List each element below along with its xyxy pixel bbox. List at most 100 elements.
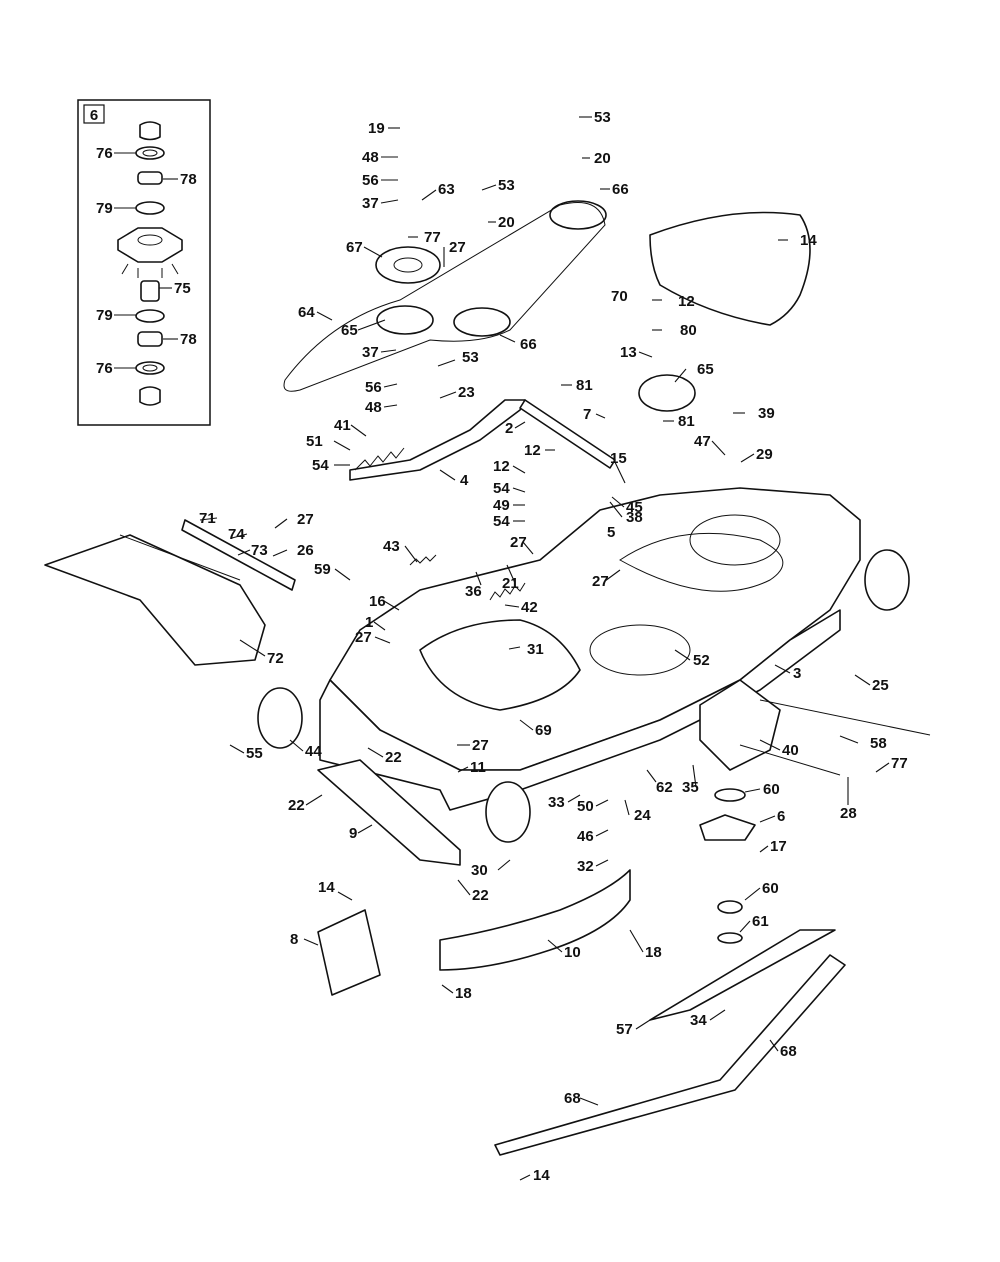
callout-30: 30 [471, 862, 488, 879]
callout-51: 51 [306, 433, 323, 450]
callout-5: 5 [607, 524, 615, 541]
callout-70: 70 [611, 288, 628, 305]
callout-17: 17 [770, 838, 787, 855]
callout-10: 10 [564, 944, 581, 961]
callout-77b: 77 [891, 755, 908, 772]
inset-callout-79b: 79 [96, 307, 113, 324]
callout-48b: 48 [365, 399, 382, 416]
callout-40: 40 [782, 742, 799, 759]
callout-63: 63 [438, 181, 455, 198]
callout-27a: 27 [449, 239, 466, 256]
callout-numbers: 19 48 56 37 63 77 67 27 64 65 37 56 48 5… [199, 109, 908, 1184]
callout-71: 71 [199, 510, 216, 527]
callout-69: 69 [535, 722, 552, 739]
callout-13: 13 [620, 344, 637, 361]
callout-8: 8 [290, 931, 298, 948]
callout-65b: 65 [697, 361, 714, 378]
callout-27b: 27 [297, 511, 314, 528]
callout-59: 59 [314, 561, 331, 578]
callout-34: 34 [690, 1012, 707, 1029]
callout-77a: 77 [424, 229, 441, 246]
callout-53c: 53 [462, 349, 479, 366]
callout-68b: 68 [564, 1090, 581, 1107]
callout-42: 42 [521, 599, 538, 616]
callout-56a: 56 [362, 172, 379, 189]
callout-23: 23 [458, 384, 475, 401]
callout-74: 74 [228, 526, 245, 543]
inset-callout-78a: 78 [180, 171, 197, 188]
callout-53b: 53 [498, 177, 515, 194]
callout-22b: 22 [288, 797, 305, 814]
callout-81a: 81 [576, 377, 593, 394]
callout-46: 46 [577, 828, 594, 845]
callout-66a: 66 [612, 181, 629, 198]
callout-18b: 18 [455, 985, 472, 1002]
callout-14a: 14 [800, 232, 817, 249]
callout-27f: 27 [472, 737, 489, 754]
callout-38: 38 [626, 509, 643, 526]
callout-29: 29 [756, 446, 773, 463]
callout-14c: 14 [533, 1167, 550, 1184]
callout-27d: 27 [592, 573, 609, 590]
callout-60b: 60 [762, 880, 779, 897]
callout-54c: 54 [493, 513, 510, 530]
callout-41: 41 [334, 417, 351, 434]
callout-73: 73 [251, 542, 268, 559]
callout-61: 61 [752, 913, 769, 930]
callout-56b: 56 [365, 379, 382, 396]
callout-21: 21 [502, 575, 519, 592]
callout-66b: 66 [520, 336, 537, 353]
callout-65a: 65 [341, 322, 358, 339]
callout-22c: 22 [472, 887, 489, 904]
inset-callout-76a: 76 [96, 145, 113, 162]
callout-36: 36 [465, 583, 482, 600]
inset-label: 6 [90, 107, 98, 124]
callout-67: 67 [346, 239, 363, 256]
callout-57: 57 [616, 1021, 633, 1038]
callout-44: 44 [305, 743, 322, 760]
callout-leaders [199, 116, 890, 1181]
callout-12b: 12 [493, 458, 510, 475]
callout-68a: 68 [780, 1043, 797, 1060]
callout-53a: 53 [594, 109, 611, 126]
callout-14b: 14 [318, 879, 335, 896]
callout-26: 26 [297, 542, 314, 559]
callout-39: 39 [758, 405, 775, 422]
callout-43: 43 [383, 538, 400, 555]
callout-24: 24 [634, 807, 651, 824]
inset-callout-76b: 76 [96, 360, 113, 377]
callout-60a: 60 [763, 781, 780, 798]
deck-parts [44, 200, 931, 1156]
callout-16: 16 [369, 593, 386, 610]
callout-37a: 37 [362, 195, 379, 212]
inset-callout-75: 75 [174, 280, 191, 297]
callout-55: 55 [246, 745, 263, 762]
callout-3: 3 [793, 665, 801, 682]
callout-15: 15 [610, 450, 627, 467]
callout-50: 50 [577, 798, 594, 815]
inset-callout-78b: 78 [180, 331, 197, 348]
callout-28: 28 [840, 805, 857, 822]
callout-33: 33 [548, 794, 565, 811]
callout-72: 72 [267, 650, 284, 667]
callout-37b: 37 [362, 344, 379, 361]
callout-48a: 48 [362, 149, 379, 166]
callout-12a: 12 [524, 442, 541, 459]
inset-callout-79a: 79 [96, 200, 113, 217]
callout-19: 19 [368, 120, 385, 137]
callout-20b: 20 [498, 214, 515, 231]
callout-45: 45 [626, 499, 643, 516]
callout-64: 64 [298, 304, 315, 321]
callout-58: 58 [870, 735, 887, 752]
callout-12c: 12 [678, 293, 695, 310]
callout-25: 25 [872, 677, 889, 694]
callout-4: 4 [460, 472, 469, 489]
callout-2: 2 [505, 420, 513, 437]
callout-80: 80 [680, 322, 697, 339]
callout-62: 62 [656, 779, 673, 796]
callout-54a: 54 [312, 457, 329, 474]
callout-11: 11 [470, 759, 486, 776]
callout-35: 35 [682, 779, 699, 796]
spindle-inset: 6 76 78 79 75 79 [77, 99, 211, 426]
